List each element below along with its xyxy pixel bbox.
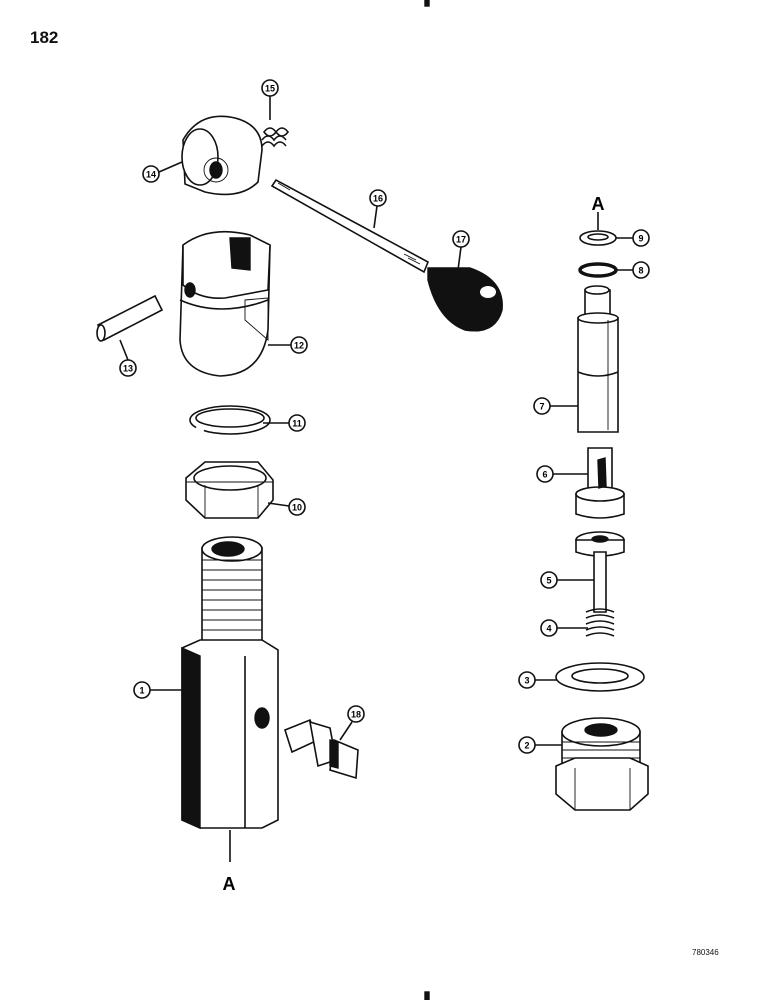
callout-6: 6: [536, 465, 554, 483]
callout-4: 4: [540, 619, 558, 637]
callout-15: 15: [261, 79, 279, 97]
part-11-snap-ring: [189, 405, 271, 435]
callout-2: 2: [518, 736, 536, 754]
callout-7-label: 7: [539, 402, 544, 412]
part-17-knob: [427, 267, 503, 332]
callout-1: 1: [133, 681, 151, 699]
part-1-housing: [181, 536, 279, 830]
callout-12: 12: [290, 336, 308, 354]
part-9-washer: [579, 230, 617, 246]
part-12-body: [179, 230, 271, 377]
callout-10-label: 10: [292, 503, 302, 513]
reference-mark-a-top: A: [592, 194, 605, 214]
callout-5-label: 5: [546, 576, 551, 586]
leader-lines: [119, 96, 633, 746]
callout-17-label: 17: [456, 235, 466, 245]
callout-11-label: 11: [292, 419, 302, 429]
callout-15-label: 15: [265, 84, 275, 94]
callout-3-label: 3: [524, 676, 529, 686]
callout-9-label: 9: [638, 234, 643, 244]
callout-8: 8: [632, 261, 650, 279]
callout-4-label: 4: [546, 624, 551, 634]
callout-10: 10: [288, 498, 306, 516]
callout-11: 11: [288, 414, 306, 432]
callout-6-label: 6: [542, 470, 547, 480]
callout-18-label: 18: [351, 710, 361, 720]
reference-mark-a-bottom: A: [223, 874, 236, 894]
callout-13: 13: [119, 359, 137, 377]
part-15-spring: [261, 127, 290, 148]
part-3-washer: [555, 662, 645, 692]
part-6-stem-guide: [575, 447, 625, 519]
bottom-page-mark: [424, 991, 430, 1000]
callout-16-label: 16: [373, 194, 383, 204]
callout-17: 17: [452, 230, 470, 248]
callout-18: 18: [347, 705, 365, 723]
callout-2-label: 2: [524, 741, 529, 751]
part-16-rod: [270, 178, 430, 274]
callout-3: 3: [518, 671, 536, 689]
part-14-cap: [181, 115, 263, 196]
part-13-pin: [96, 294, 164, 342]
callout-12-label: 12: [294, 341, 304, 351]
callout-13-label: 13: [123, 364, 133, 374]
callout-1-label: 1: [139, 686, 144, 696]
callout-14-label: 14: [146, 170, 156, 180]
page-number: 182: [30, 28, 59, 47]
part-2-plug: [555, 717, 649, 811]
callout-8-label: 8: [638, 266, 643, 276]
callout-9: 9: [632, 229, 650, 247]
callout-5: 5: [540, 571, 558, 589]
figure-code: 780346: [692, 948, 719, 957]
top-page-mark: [424, 0, 430, 7]
callout-16: 16: [369, 189, 387, 207]
part-4-spring: [585, 608, 615, 637]
part-10-nut: [185, 461, 274, 519]
callout-14: 14: [142, 165, 160, 183]
callout-7: 7: [533, 397, 551, 415]
part-18-fitting: [284, 718, 359, 780]
part-8-o-ring: [578, 262, 618, 278]
part-7-piston: [577, 285, 619, 433]
part-5-poppet: [575, 531, 625, 613]
